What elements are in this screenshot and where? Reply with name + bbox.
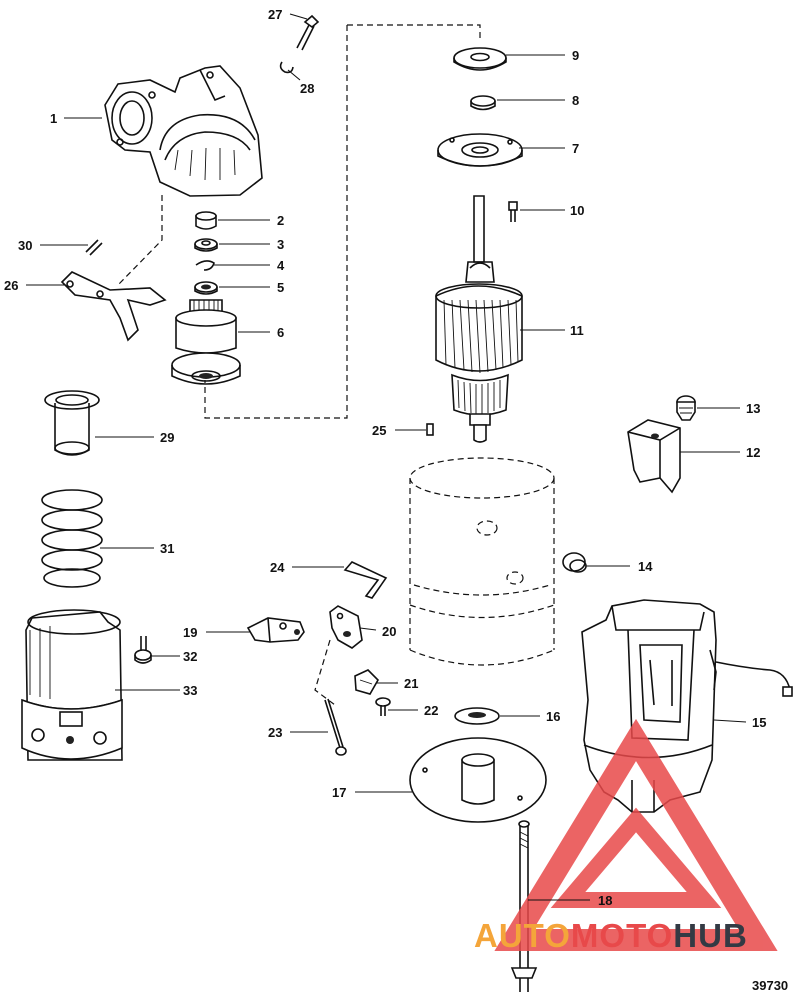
callout-32: 32	[183, 649, 197, 664]
callout-10: 10	[570, 203, 584, 218]
part-screw-10	[508, 201, 518, 222]
callout-8: 8	[572, 93, 579, 108]
callout-18: 18	[598, 893, 612, 908]
callout-20: 20	[382, 624, 396, 639]
part-end-plate-7	[437, 133, 523, 167]
callout-25: 25	[372, 423, 386, 438]
callout-13: 13	[746, 401, 760, 416]
callout-16: 16	[546, 709, 560, 724]
part-bushing-8	[470, 95, 496, 111]
diagram-number: 39730	[752, 978, 788, 993]
part-spring-31	[41, 489, 103, 588]
phantom-field-frame	[409, 457, 555, 666]
callout-12: 12	[746, 445, 760, 460]
part-screw-32	[134, 636, 152, 664]
part-plug-13	[676, 395, 696, 421]
assembly-dashed-lines	[117, 24, 481, 706]
callout-29: 29	[160, 430, 174, 445]
watermark-text-hub: HUB	[673, 917, 748, 954]
part-collar-3	[194, 238, 218, 252]
callout-labels: 1 2 3 4 5 6 7 8 9 10 11 12 13 14 15 16 1…	[4, 7, 766, 908]
part-pin-30	[85, 239, 103, 256]
callout-22: 22	[424, 703, 438, 718]
callout-7: 7	[572, 141, 579, 156]
part-end-cap-17	[409, 737, 547, 823]
callout-3: 3	[277, 237, 284, 252]
callout-28: 28	[300, 81, 314, 96]
part-collar-5	[194, 281, 218, 295]
callout-31: 31	[160, 541, 174, 556]
part-terminal-19	[246, 617, 305, 643]
callout-1: 1	[50, 111, 57, 126]
callout-27: 27	[268, 7, 282, 22]
part-sleeve-29	[44, 390, 100, 456]
callout-26: 26	[4, 278, 18, 293]
svg-text:AUTOMOTOHUB: AUTOMOTOHUB	[474, 917, 748, 954]
callout-2: 2	[277, 213, 284, 228]
watermark-text-moto: MOTO	[571, 917, 673, 954]
callout-14: 14	[638, 559, 653, 574]
part-key-25	[426, 423, 434, 436]
part-grommet-14	[562, 552, 587, 573]
callout-19: 19	[183, 625, 197, 640]
callout-21: 21	[404, 676, 418, 691]
part-insulator-12	[627, 419, 681, 494]
callout-17: 17	[332, 785, 346, 800]
part-clip-21	[354, 669, 379, 695]
callout-30: 30	[18, 238, 32, 253]
callout-33: 33	[183, 683, 197, 698]
part-solenoid-33	[21, 609, 123, 761]
part-drive-pinion-6	[171, 299, 241, 385]
part-armature-11	[435, 195, 523, 443]
callout-24: 24	[270, 560, 285, 575]
part-screw-22	[375, 697, 391, 716]
callout-9: 9	[572, 48, 579, 63]
part-lockwasher-28	[279, 61, 294, 74]
part-drive-housing	[104, 65, 263, 197]
part-bracket-20	[329, 605, 363, 649]
part-washer-16	[454, 707, 500, 725]
watermark-logo: AUTOMOTOHUB	[474, 718, 778, 954]
callout-15: 15	[752, 715, 766, 730]
watermark-triangle-mark	[494, 718, 778, 951]
part-washer-9	[453, 47, 507, 71]
callout-11: 11	[570, 323, 584, 338]
part-shift-lever-26	[60, 271, 167, 342]
part-bushing-2	[195, 211, 217, 230]
leader-lines	[26, 13, 747, 901]
watermark-text-auto: AUTO	[474, 917, 571, 954]
part-ring-4	[195, 260, 215, 271]
callout-23: 23	[268, 725, 282, 740]
callout-5: 5	[277, 280, 284, 295]
part-screw-27	[296, 14, 320, 51]
callout-4: 4	[277, 258, 285, 273]
part-bolt-23	[324, 698, 347, 756]
part-strap-24	[343, 561, 388, 599]
callout-6: 6	[277, 325, 284, 340]
